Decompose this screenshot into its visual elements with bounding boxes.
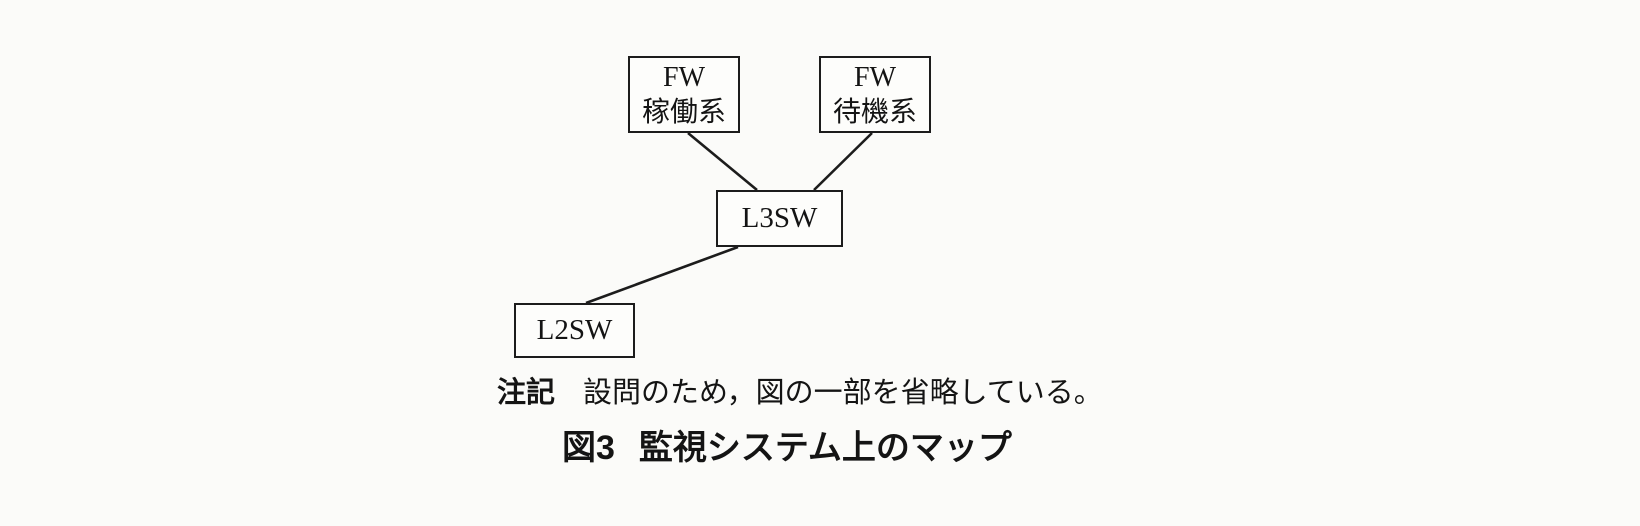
node-fw-standby-label-line1: FW <box>854 61 896 93</box>
node-fw-standby: FW 待機系 <box>819 56 931 133</box>
diagram-note: 注記設問のため，図の一部を省略している。 <box>497 369 1103 411</box>
edge-l3sw-l2sw <box>585 245 739 305</box>
note-text: 設問のため，図の一部を省略している。 <box>583 377 1103 409</box>
node-fw-active-label-line1: FW <box>663 61 705 93</box>
edge-fw-active-l3sw <box>687 131 758 192</box>
node-l3sw-label: L3SW <box>741 202 818 235</box>
node-l3sw: L3SW <box>716 190 843 247</box>
figure-number: 図3 <box>562 429 615 467</box>
node-fw-active-label-line2: 稼働系 <box>641 96 726 128</box>
node-fw-standby-label-line2: 待機系 <box>832 96 917 128</box>
figure-caption: 図3 監視システム上のマップ <box>562 420 1012 469</box>
figure-title: 監視システム上のマップ <box>638 429 1012 467</box>
node-l2sw: L2SW <box>514 303 635 358</box>
edge-fw-standby-l3sw <box>813 132 873 191</box>
node-fw-active: FW 稼働系 <box>628 56 740 133</box>
note-label: 注記 <box>497 377 556 409</box>
node-l2sw-label: L2SW <box>536 314 613 347</box>
